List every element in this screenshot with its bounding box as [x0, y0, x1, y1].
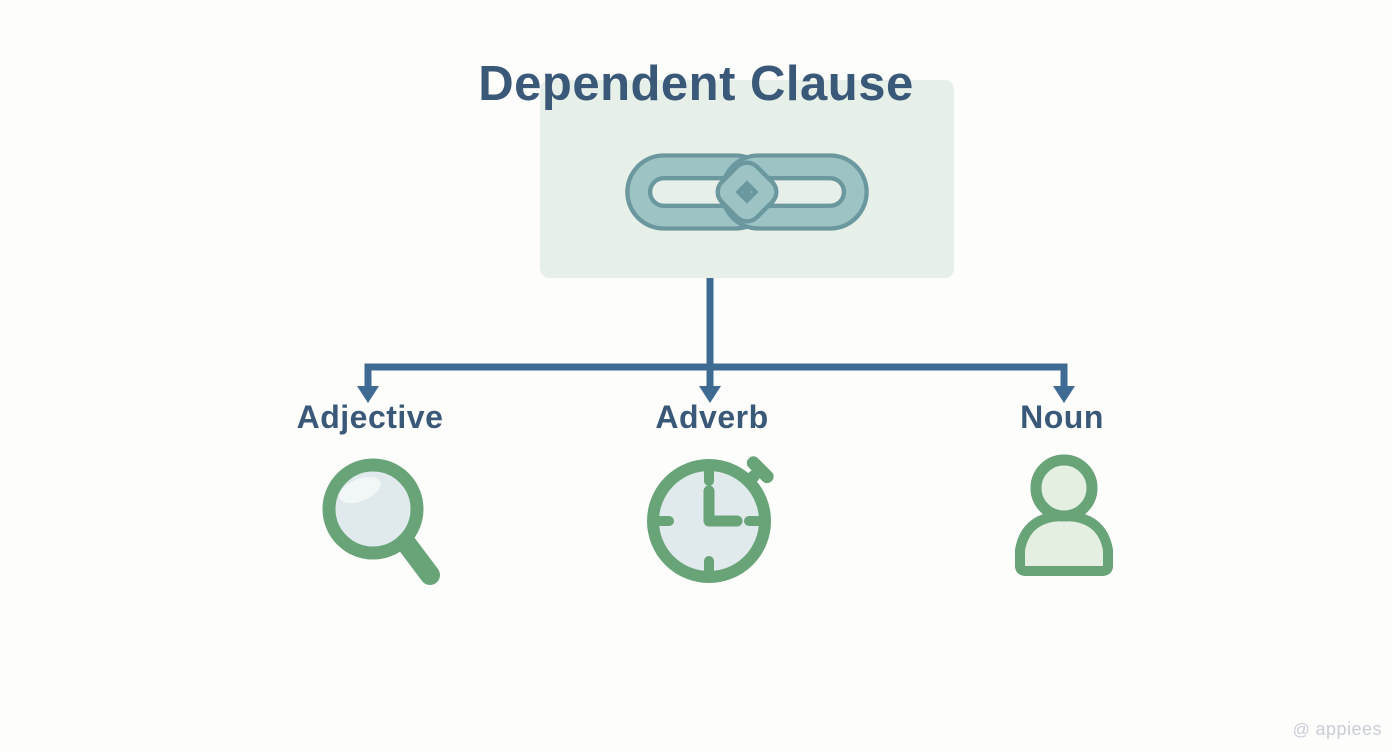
branch-connector-lines — [357, 278, 1075, 403]
stopwatch-icon — [647, 456, 774, 583]
watermark-logo-icon: @ — [1292, 719, 1311, 739]
page-title: Dependent Clause — [478, 57, 914, 111]
branch-label-noun: Noun — [1020, 399, 1104, 435]
magnifier-icon — [322, 458, 440, 585]
arrowhead-right — [1053, 386, 1075, 403]
person-icon — [1015, 454, 1113, 576]
watermark: @ appiees — [1293, 719, 1382, 740]
branch-label-adverb: Adverb — [655, 399, 769, 435]
branch-label-adjective: Adjective — [296, 399, 444, 435]
arrowhead-center — [699, 386, 721, 403]
root-node-box — [540, 80, 954, 278]
watermark-text: appiees — [1315, 719, 1382, 739]
chain-link-icon — [625, 153, 869, 231]
arrowhead-left — [357, 386, 379, 403]
